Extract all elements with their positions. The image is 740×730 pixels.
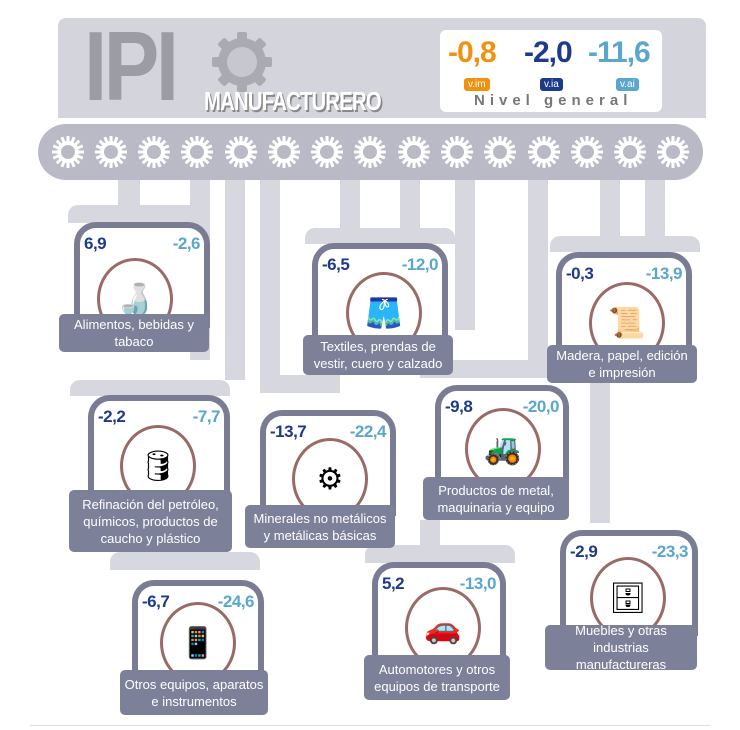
gear-icon bbox=[657, 136, 690, 168]
pipe bbox=[600, 180, 620, 240]
gear-icon bbox=[138, 136, 171, 168]
gear-icon bbox=[224, 136, 257, 168]
pipe bbox=[305, 228, 455, 244]
gear-icon bbox=[354, 136, 387, 168]
sector-label: Minerales no metálicos y metálicas básic… bbox=[245, 505, 395, 548]
kpi-vai-tag: v.ai bbox=[616, 78, 639, 91]
variation-ai: -23,3 bbox=[651, 542, 689, 561]
variation-ai: -24,6 bbox=[217, 592, 255, 611]
kpi-panel: -0,8 v.im -2,0 v.ia -11,6 v.ai Nivel gen… bbox=[440, 30, 662, 112]
pipe bbox=[455, 180, 475, 330]
sector-label: Textiles, prendas de vestir, cuero y cal… bbox=[303, 335, 453, 375]
pipe bbox=[528, 180, 548, 360]
pipe bbox=[340, 180, 360, 235]
gear-icon bbox=[311, 136, 344, 168]
subtitle: MANUFACTURERO bbox=[204, 86, 382, 116]
variation-ia: -6,5 bbox=[322, 255, 350, 274]
sector-label: Alimentos, bebidas y tabaco bbox=[59, 314, 209, 352]
kpi-vim-tag: v.im bbox=[464, 78, 490, 91]
pipe bbox=[225, 180, 245, 380]
variation-ai: -13,9 bbox=[645, 264, 683, 283]
pipe bbox=[645, 180, 665, 240]
kpi-vai-value: -11,6 bbox=[588, 36, 651, 69]
variation-ai: -13,0 bbox=[459, 574, 497, 593]
sector-label: Automotores y otros equipos de transport… bbox=[364, 655, 510, 700]
kpi-via-value: -2,0 bbox=[524, 36, 573, 69]
pipe bbox=[68, 205, 208, 223]
pipe bbox=[260, 375, 340, 393]
sector-card: -9,8 -20,0 bbox=[435, 385, 569, 491]
pipe bbox=[365, 545, 515, 563]
variation-ai: -12,0 bbox=[401, 255, 439, 274]
gear-icon bbox=[484, 136, 517, 168]
sector-label: Productos de metal, maquinaria y equipo bbox=[423, 477, 569, 520]
gear-icon bbox=[527, 136, 560, 168]
sector-label: Madera, papel, edición e impresión bbox=[547, 345, 697, 383]
conveyor-belt bbox=[38, 124, 703, 180]
pipe bbox=[70, 380, 230, 396]
divider bbox=[30, 725, 710, 726]
level-label: Nivel general bbox=[474, 92, 633, 109]
sector-label: Refinación del petróleo, químicos, produ… bbox=[69, 490, 232, 552]
pipe bbox=[420, 360, 570, 378]
variation-ia: -2,2 bbox=[98, 407, 126, 426]
sector-label: Muebles y otras industrias manufacturera… bbox=[545, 623, 697, 672]
pipe bbox=[110, 552, 260, 570]
variation-ia: -13,7 bbox=[270, 422, 307, 441]
gear-icon bbox=[212, 32, 272, 92]
variation-ia: 6,9 bbox=[84, 234, 107, 253]
gear-icon bbox=[181, 136, 214, 168]
sector-label: Otros equipos, aparatos e instrumentos bbox=[120, 670, 268, 715]
variation-ia: -0,3 bbox=[566, 264, 594, 283]
variation-ia: -2,9 bbox=[570, 542, 598, 561]
variation-ai: -7,7 bbox=[192, 407, 221, 426]
pipe bbox=[400, 180, 420, 235]
pipe bbox=[260, 180, 280, 390]
variation-ai: -20,0 bbox=[522, 397, 560, 416]
variation-ia: -6,7 bbox=[142, 592, 170, 611]
gear-icon bbox=[570, 136, 603, 168]
variation-ia: 5,2 bbox=[382, 574, 405, 593]
pipe bbox=[550, 236, 700, 252]
gear-icon bbox=[614, 136, 647, 168]
gear-icon bbox=[94, 136, 127, 168]
gear-icon bbox=[441, 136, 474, 168]
variation-ai: -2,6 bbox=[172, 234, 201, 253]
gear-icon bbox=[267, 136, 300, 168]
gear-icon bbox=[397, 136, 430, 168]
title: IPI bbox=[84, 11, 179, 121]
kpi-vim-value: -0,8 bbox=[448, 36, 497, 69]
kpi-via-tag: v.ia bbox=[540, 78, 563, 91]
variation-ia: -9,8 bbox=[445, 397, 473, 416]
gear-icon bbox=[51, 136, 84, 168]
variation-ai: -22,4 bbox=[349, 422, 387, 441]
sector-card: 5,2 -13,0 bbox=[372, 562, 506, 668]
pipe bbox=[590, 383, 610, 523]
